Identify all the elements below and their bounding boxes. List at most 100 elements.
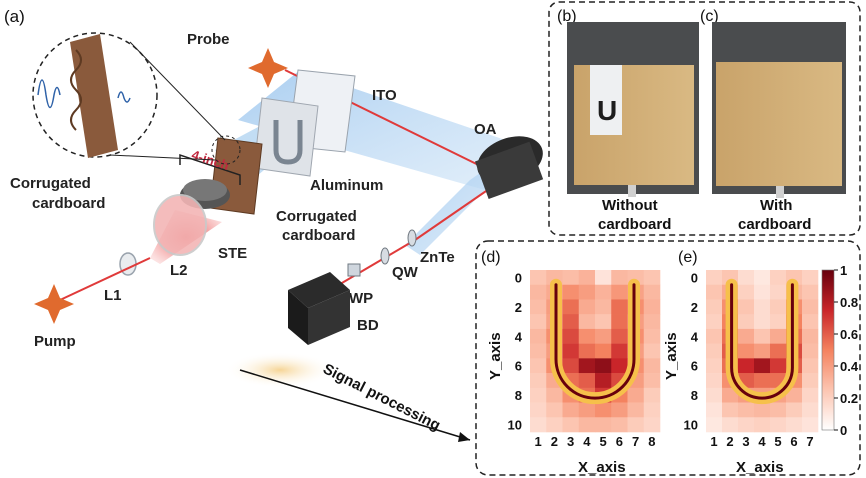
probe-label: Probe — [187, 31, 230, 48]
heatmap-e-cell — [770, 270, 787, 286]
photo-c-caption-2: cardboard — [738, 216, 811, 233]
heatmap-d-cell — [530, 343, 547, 359]
photo-b-u-letter: U — [597, 95, 617, 126]
heatmap-d-cell — [562, 358, 580, 374]
heatmap-e-cell — [706, 328, 723, 344]
heatmap-d-cell — [643, 373, 661, 389]
wp-prism — [347, 263, 361, 277]
heatmap-e-x-tick: 2 — [726, 434, 733, 449]
heatmap-e-cell — [770, 402, 787, 418]
heatmap-d-cell — [578, 299, 596, 315]
heatmap-e-cell — [802, 417, 819, 433]
heatmap-d-cell — [595, 328, 612, 344]
heatmap-d-x-tick: 6 — [616, 434, 623, 449]
heatmap-e-y-tick: 4 — [691, 329, 699, 344]
probe-source-icon — [248, 48, 288, 88]
heatmap-e-cell — [770, 328, 787, 344]
probe-beam-detect — [329, 239, 416, 291]
heatmap-d-ylabel: Y_axis — [487, 332, 504, 380]
colorbar-tick-label: 0.8 — [840, 295, 858, 310]
heatmap-e-cell — [738, 328, 755, 344]
heatmap-d-cell — [546, 402, 563, 418]
heatmap-d-cell — [562, 402, 580, 418]
colorbar-tick-label: 0.2 — [840, 391, 858, 406]
heatmap-e-cell — [754, 328, 771, 344]
signal-arrow-head — [458, 432, 470, 442]
heatmap-d-cell — [530, 314, 547, 330]
heatmap-e-cell — [722, 402, 739, 418]
heatmap-d-x-tick: 4 — [583, 434, 591, 449]
heatmap-e-cell — [770, 299, 787, 315]
panel-label-c: (c) — [700, 8, 719, 25]
heatmap-e-u-inner — [730, 283, 794, 400]
bd-glow — [225, 352, 335, 388]
panel-label-b: (b) — [557, 8, 577, 25]
heatmap-d-cell — [562, 343, 580, 359]
heatmap-d-y-tick: 0 — [515, 270, 522, 285]
heatmap-e-y-tick: 6 — [691, 359, 698, 374]
heatmap-e-y-tick: 0 — [691, 270, 698, 285]
heatmap-e-cell — [706, 373, 723, 389]
heatmap-e-cell — [738, 284, 755, 300]
colorbar-tick-label: 0.4 — [840, 359, 859, 374]
colorbar-ticks: 10.80.60.40.20 — [834, 263, 859, 438]
heatmap-d-cell — [627, 402, 645, 418]
heatmap-d-cell — [643, 284, 661, 300]
heatmap-d-cell — [562, 270, 580, 286]
heatmap-d-cell — [578, 270, 596, 286]
heatmap-d-cell — [578, 373, 596, 389]
heatmap-d-cell — [627, 387, 645, 403]
heatmap-e-cell — [770, 343, 787, 359]
qw-plate — [380, 247, 390, 265]
heatmap-d-cell — [643, 402, 661, 418]
heatmap-d-cell — [530, 284, 547, 300]
colorbar-tick-label: 0 — [840, 423, 847, 438]
heatmap-d-cell — [578, 284, 596, 300]
heatmap-d-cell — [611, 343, 628, 359]
photo-b-caption-1: Without — [602, 197, 658, 214]
heatmap-e-x-tick: 6 — [790, 434, 797, 449]
corrugated-mid-label: Corrugated — [276, 208, 357, 225]
heatmap-e-cell — [738, 314, 755, 330]
heatmap-e-cell — [802, 299, 819, 315]
heatmap-e-cell — [706, 343, 723, 359]
heatmap-d-cell — [611, 299, 628, 315]
zoom-line-bottom — [109, 154, 216, 161]
heatmap-d-cell — [643, 328, 661, 344]
heatmap-d-cell — [530, 373, 547, 389]
photo-c-caption-1: With — [760, 197, 792, 214]
heatmap-d-cell — [546, 387, 563, 403]
lens-l2 — [153, 194, 207, 256]
heatmap-d-cell — [643, 299, 661, 315]
heatmap-d-cell — [578, 417, 596, 433]
heatmap-e-cell — [802, 373, 819, 389]
heatmap-e-cell — [722, 387, 739, 403]
cardboard-flute — [70, 49, 82, 131]
heatmap-e-x-tick: 3 — [742, 434, 749, 449]
ito-label: ITO — [372, 87, 397, 104]
heatmap-e-x-tick: 4 — [758, 434, 766, 449]
heatmap-d-cell — [562, 417, 580, 433]
ste-label: STE — [218, 245, 247, 262]
heatmap-e-cell — [770, 417, 787, 433]
heatmap-d-cell — [530, 358, 547, 374]
heatmap-d-cell — [611, 314, 628, 330]
heatmap-e-cell — [754, 284, 771, 300]
aluminum-u-shape — [273, 120, 303, 165]
thz-pulse-in — [37, 79, 61, 109]
heatmap-e-cell — [706, 417, 723, 433]
heatmap-d-cell — [530, 270, 547, 286]
heatmap-e-cell — [802, 387, 819, 403]
heatmap-e-x-tick: 5 — [774, 434, 781, 449]
heatmap-e-cell — [754, 314, 771, 330]
heatmap-d-x-tick: 7 — [632, 434, 639, 449]
heatmap-d-x-tick: 2 — [551, 434, 558, 449]
heatmap-e-cell — [706, 299, 723, 315]
heatmap-d-cell — [546, 417, 563, 433]
heatmap-d-x-tick: 8 — [648, 434, 655, 449]
heatmap-d-x-tick: 3 — [567, 434, 574, 449]
heatmap-d-cell — [578, 343, 596, 359]
photo-b-stand — [628, 185, 636, 197]
heatmap-e-cell — [738, 343, 755, 359]
heatmap-e-cell — [706, 314, 723, 330]
